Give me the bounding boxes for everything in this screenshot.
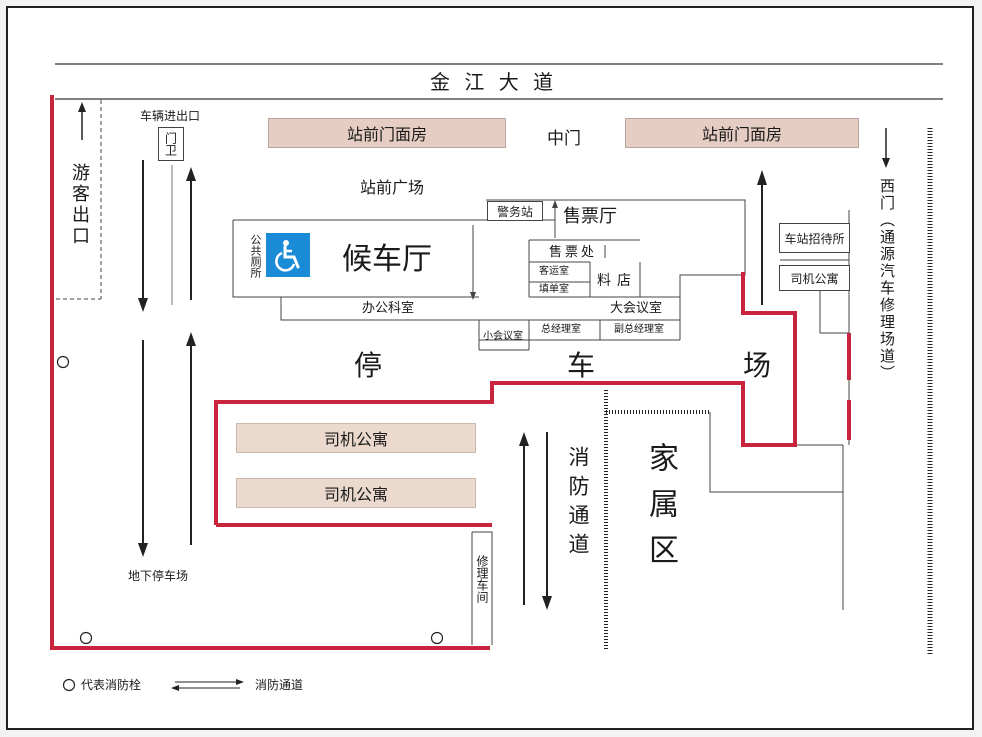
guard-box: 门卫 (158, 127, 184, 161)
accessible-icon (266, 233, 310, 277)
plaza-label: 站前广场 (360, 178, 425, 197)
driver-apt-small: 司机公寓 (779, 265, 850, 291)
family-area-label: 家属区 (643, 442, 678, 580)
parking-char-3: 场 (743, 349, 772, 382)
legend-hydrant: 代表消防栓 (81, 678, 142, 692)
tourist-exit-label: 游客出口 (69, 163, 90, 247)
west-gate-label: 西门（通源汽车修理场道） (878, 178, 896, 382)
repair-label: 修理车间 (475, 555, 489, 603)
parking-char-1: 停 (354, 349, 383, 382)
road-name: 金 江 大 道 (430, 70, 558, 94)
ticket-hall-label: 售票厅 (563, 206, 617, 227)
police-station: 警务站 (487, 201, 543, 221)
driver-apt-1: 司机公寓 (236, 423, 476, 453)
middle-gate-label: 中门 (547, 129, 581, 149)
passenger-office-label: 客运室 (539, 266, 569, 277)
form-room-label: 填单室 (539, 284, 569, 295)
ticket-office-label: 售票处 (549, 245, 598, 260)
shop-right: 站前门面房 (625, 118, 859, 148)
driver-apt-2: 司机公寓 (236, 478, 476, 508)
legend-passage: 消防通道 (255, 678, 304, 692)
material-shop-label: 料店 (597, 273, 637, 289)
shop-left: 站前门面房 (268, 118, 506, 148)
underground-parking-label: 地下停车场 (128, 569, 189, 583)
hotel-box: 车站招待所 (779, 223, 850, 253)
gm-office-label: 总经理室 (541, 324, 581, 335)
meeting-big-label: 大会议室 (610, 301, 663, 316)
office-label: 办公科室 (362, 301, 415, 316)
meeting-small-label: 小会议室 (483, 331, 523, 342)
waiting-hall-label: 候车厅 (342, 242, 432, 277)
fire-passage-label: 消防通道 (566, 446, 590, 562)
vgm-office-label: 副总经理室 (614, 324, 664, 335)
parking-char-2: 车 (567, 349, 596, 382)
vehicle-gate-label: 车辆进出口 (140, 109, 201, 123)
toilet-label: 公共厕所 (249, 234, 262, 278)
